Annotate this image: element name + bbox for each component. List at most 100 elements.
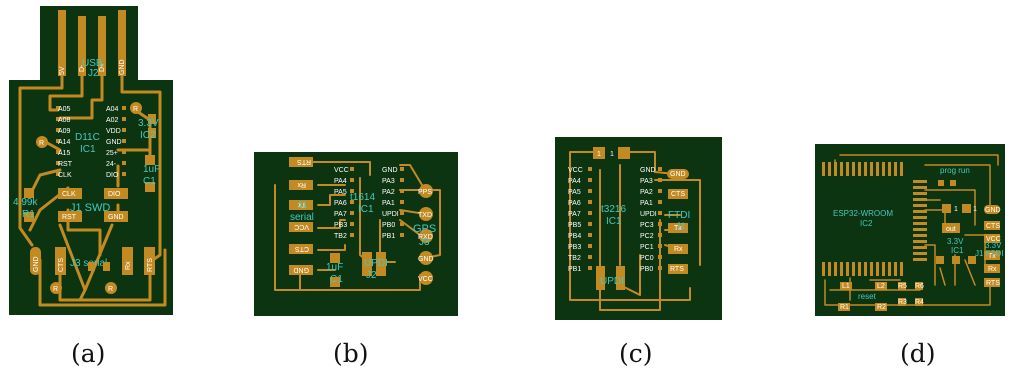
right-pad-label: Rx xyxy=(674,246,683,253)
resistor-pad xyxy=(24,188,34,198)
ftdi-label: FTDI xyxy=(668,210,690,221)
ic-pin-label: VCC xyxy=(568,167,583,174)
usb-label: USB xyxy=(82,58,103,69)
ic-pin-label: PC0 xyxy=(640,255,654,262)
bottom-pad-label: R2 xyxy=(877,304,886,311)
regulator-out-pad xyxy=(942,223,960,233)
ftdi-pad-label: Tx xyxy=(988,253,996,260)
via-pad xyxy=(36,136,48,148)
serial-pad-gnd xyxy=(30,247,41,275)
ic-pin-label: PA5 xyxy=(568,189,581,196)
usb-pin-gnd xyxy=(118,10,126,76)
usb-pin-dminus xyxy=(78,16,86,76)
serial-label: serial xyxy=(290,212,314,223)
ic-pin-label: PA1 xyxy=(382,200,395,207)
ic-ref: IC1 xyxy=(80,144,96,155)
ic-pin-label: CLK xyxy=(58,172,72,179)
swd-pad-rst xyxy=(58,211,82,222)
serial-pad-label: RTS xyxy=(297,158,311,165)
module-ref: IC2 xyxy=(860,219,873,228)
gps-pad-label: VCC xyxy=(418,276,433,283)
bottom-pad-label: R1 xyxy=(840,304,849,311)
regulator-ref: IC1 xyxy=(951,246,964,255)
serial-pad-label: GND xyxy=(293,266,309,273)
gps-label: GPS xyxy=(413,223,436,235)
gps-pad-label: TXD xyxy=(418,212,432,219)
ic-pin-label: A15 xyxy=(58,150,71,157)
ic-pin-label: PB3 xyxy=(334,222,347,229)
ic-pin-label: PB0 xyxy=(382,222,395,229)
bottom-pad-label: L2 xyxy=(877,283,885,290)
ftdi-pad-rts xyxy=(984,278,1000,287)
ic-pin-label: PB4 xyxy=(568,233,581,240)
usb-pin-label: D+ xyxy=(99,63,106,72)
ftdi-pad-cts xyxy=(984,221,1000,230)
esp32-pads-right xyxy=(913,180,927,261)
cap-pad xyxy=(145,182,155,192)
serial-pad-small xyxy=(88,262,95,271)
ic-pin-label: PB3 xyxy=(568,244,581,251)
serial-pad-label: GND xyxy=(33,256,40,272)
gps-pad-pps xyxy=(419,184,433,198)
bottom-pad-r6 xyxy=(915,282,923,290)
esp32-pads-top xyxy=(822,162,903,176)
cap-ref: C1 xyxy=(330,274,343,285)
ic-pin-label: GND xyxy=(382,167,398,174)
cap-pad xyxy=(330,253,340,263)
updi-pad xyxy=(616,266,625,290)
ic-pin-label: PA4 xyxy=(334,178,347,185)
ic-pin-label: A05 xyxy=(58,106,71,113)
pcb-board-a xyxy=(9,6,173,315)
regulator-pad xyxy=(952,256,960,264)
bottom-pad-r4 xyxy=(915,298,923,306)
ic-pin-label: PA6 xyxy=(334,200,347,207)
esp32-pads-bottom xyxy=(822,262,903,276)
ic-pin-label: PB0 xyxy=(640,266,653,273)
usb-ref: J2 xyxy=(88,68,99,79)
ic-pin-label: PA4 xyxy=(568,178,581,185)
ic-pads-b xyxy=(350,167,404,237)
updi-pad xyxy=(362,252,372,276)
via-marker: R xyxy=(53,286,58,293)
ftdi-pad-rx xyxy=(984,264,1000,273)
updi-ref: J2 xyxy=(366,270,377,281)
usb-pin-label: GND xyxy=(119,59,126,75)
caption-d: (d) xyxy=(900,339,936,368)
caption-b: (b) xyxy=(333,339,369,368)
ic-pin-label: PA3 xyxy=(640,178,653,185)
ic-pin-label: 25+ xyxy=(106,150,118,157)
serial-pad-label: VCC xyxy=(294,223,309,230)
ftdi-pad-label: GND xyxy=(985,207,1001,214)
ic-pin-label: PC3 xyxy=(640,222,654,229)
swd-pad-dio xyxy=(104,188,128,199)
ic-pin-label: A04 xyxy=(106,106,119,113)
right-pad-cts xyxy=(668,189,688,199)
ic-pin-label: GND xyxy=(106,139,122,146)
ic-pin-label: PB5 xyxy=(568,222,581,229)
ic-pin-label: VDD xyxy=(106,128,121,135)
pcb-board-c xyxy=(555,137,722,320)
ic-pin-label: RST xyxy=(58,161,73,168)
top-pad-label: 1 xyxy=(610,151,614,158)
bottom-pad-r5 xyxy=(898,282,906,290)
serial-pad-tx xyxy=(289,200,313,210)
small-pad xyxy=(962,204,971,213)
ic-pin-label: PC1 xyxy=(640,244,654,251)
small-pad-label: 1 xyxy=(954,206,958,213)
serial-pad-cts xyxy=(289,244,313,254)
ic-pin-label: PA7 xyxy=(334,211,347,218)
ic-name: D11C xyxy=(75,132,100,143)
right-pad-rx xyxy=(668,244,688,254)
gps-pad-gnd xyxy=(419,251,433,265)
bottom-pad-l2 xyxy=(875,282,887,290)
ic-pin-label: PA2 xyxy=(640,189,653,196)
ftdi-ref: J1 xyxy=(676,221,686,231)
bottom-pad-label: R6 xyxy=(915,283,924,290)
ftdi-pad-label: CTS xyxy=(986,223,1000,230)
cap-value: 1uF xyxy=(143,164,160,175)
bottom-pad-r3 xyxy=(898,298,906,306)
right-pad-gnd xyxy=(667,169,689,179)
via-marker: R xyxy=(133,106,138,113)
swd-pad-label: RST xyxy=(62,214,77,221)
serial-pad-label: CTS xyxy=(295,245,309,252)
